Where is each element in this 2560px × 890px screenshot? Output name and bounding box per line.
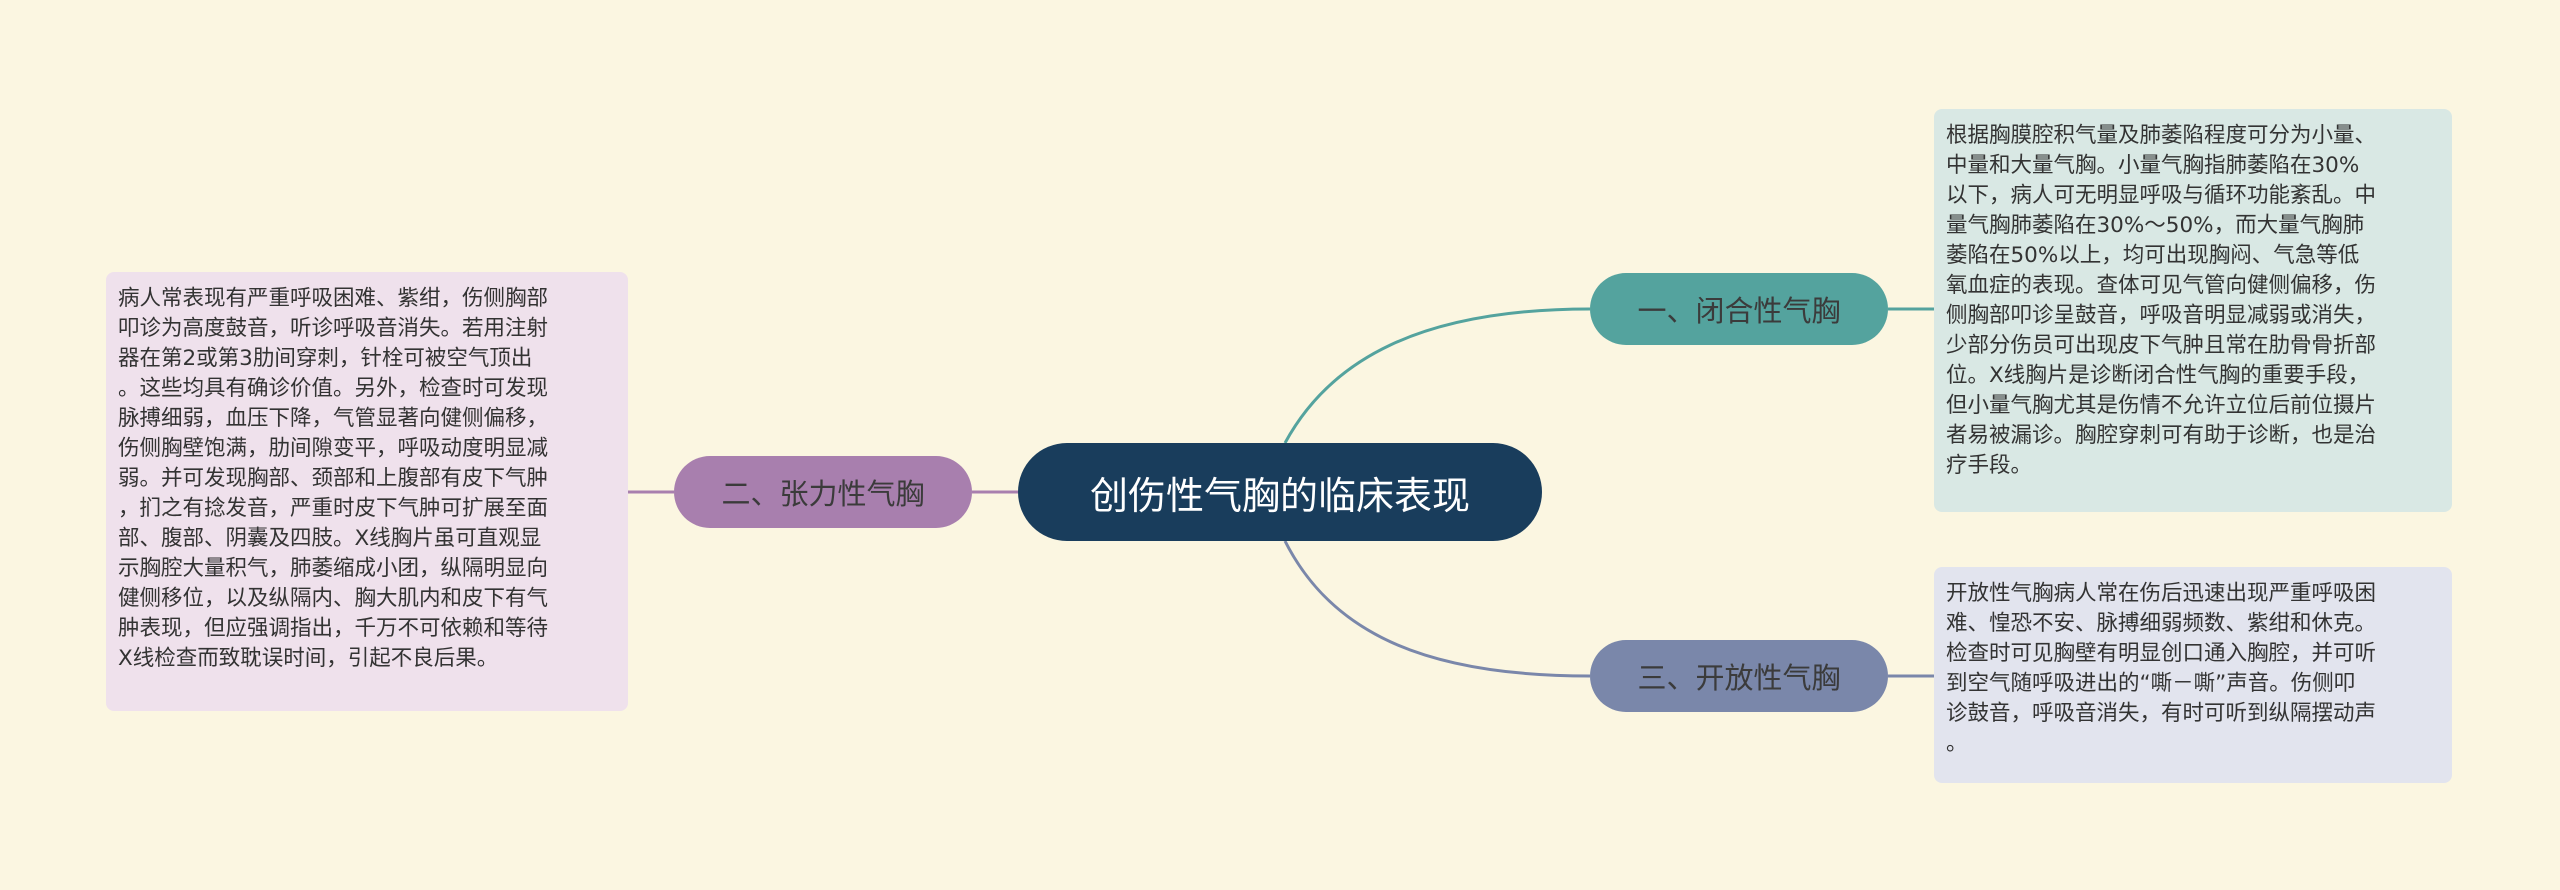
note-line: ，扪之有捻发音，严重时皮下气肿可扩展至面 <box>118 496 549 521</box>
note-line: 者易被漏诊。胸腔穿刺可有助于诊断，也是治 <box>1946 423 2377 448</box>
note-line: 叩诊为高度鼓音，听诊呼吸音消失。若用注射 <box>118 316 549 341</box>
note-line: 根据胸膜腔积气量及肺萎陷程度可分为小量、 <box>1946 123 2377 148</box>
note-line: 。这些均具有确诊价值。另外，检查时可发现 <box>118 376 549 401</box>
note-line: 难、惶恐不安、脉搏细弱频数、紫绀和休克。 <box>1946 611 2377 636</box>
note-line: 量气胸肺萎陷在30%～50%，而大量气胸肺 <box>1946 213 2365 238</box>
connector-central-to-branch-1 <box>1283 307 1591 444</box>
branch-label: 二、张力性气胸 <box>721 477 925 511</box>
note-line: 。 <box>1946 731 1968 756</box>
note-line: 氧血症的表现。查体可见气管向健侧偏移，伤 <box>1946 273 2377 298</box>
note-line: 以下，病人可无明显呼吸与循环功能紊乱。中 <box>1946 183 2377 208</box>
note-line: 肿表现，但应强调指出，千万不可依赖和等待 <box>118 616 549 641</box>
note-line: 部、腹部、阴囊及四肢。X线胸片虽可直观显 <box>118 526 542 551</box>
central-topic-label: 创伤性气胸的临床表现 <box>1089 473 1470 518</box>
note-line: 疗手段。 <box>1946 453 2033 478</box>
note-line: 但小量气胸尤其是伤情不允许立位后前位摄片 <box>1946 393 2377 418</box>
branch-tension-pneumothorax[interactable]: 二、张力性气胸 <box>674 456 972 528</box>
branch-closed-pneumothorax[interactable]: 一、闭合性气胸 <box>1590 273 1888 345</box>
note-line: 示胸腔大量积气，肺萎缩成小团，纵隔明显向 <box>118 556 549 581</box>
branch-open-pneumothorax[interactable]: 三、开放性气胸 <box>1590 640 1888 712</box>
branch-label: 一、闭合性气胸 <box>1637 294 1841 328</box>
note-line: 萎陷在50%以上，均可出现胸闷、气急等低 <box>1946 243 2360 268</box>
note-line: 少部分伤员可出现皮下气肿且常在肋骨骨折部 <box>1946 333 2377 358</box>
note-card-open-pneumothorax[interactable]: 开放性气胸病人常在伤后迅速出现严重呼吸困 难、惶恐不安、脉搏细弱频数、紫绀和休克… <box>1934 567 2452 783</box>
note-card-closed-pneumothorax[interactable]: 根据胸膜腔积气量及肺萎陷程度可分为小量、 中量和大量气胸。小量气胸指肺萎陷在30… <box>1934 109 2452 512</box>
note-line: X线检查而致耽误时间，引起不良后果。 <box>118 646 499 671</box>
note-line: 弱。并可发现胸部、颈部和上腹部有皮下气肿 <box>118 466 549 491</box>
note-line: 中量和大量气胸。小量气胸指肺萎陷在30% <box>1946 153 2360 178</box>
note-line: 器在第2或第3肋间穿刺，针栓可被空气顶出 <box>118 346 533 371</box>
note-line: 开放性气胸病人常在伤后迅速出现严重呼吸困 <box>1946 581 2377 606</box>
note-line: 诊鼓音，呼吸音消失，有时可听到纵隔摆动声 <box>1946 701 2377 726</box>
note-line: 到空气随呼吸进出的“嘶－嘶”声音。伤侧叩 <box>1946 671 2356 696</box>
branch-label: 三、开放性气胸 <box>1637 661 1841 695</box>
note-card-tension-pneumothorax[interactable]: 病人常表现有严重呼吸困难、紫绀，伤侧胸部 叩诊为高度鼓音，听诊呼吸音消失。若用注… <box>106 272 628 711</box>
note-line: 健侧移位，以及纵隔内、胸大肌内和皮下有气 <box>118 586 549 611</box>
note-line: 脉搏细弱，血压下降，气管显著向健侧偏移， <box>118 406 549 431</box>
central-topic[interactable]: 创伤性气胸的临床表现 <box>1018 443 1542 541</box>
note-line: 病人常表现有严重呼吸困难、紫绀，伤侧胸部 <box>118 286 549 311</box>
note-line: 伤侧胸壁饱满，肋间隙变平，呼吸动度明显减 <box>118 436 549 461</box>
note-line: 位。X线胸片是诊断闭合性气胸的重要手段， <box>1946 363 2370 388</box>
note-line: 侧胸部叩诊呈鼓音，呼吸音明显减弱或消失， <box>1946 303 2377 328</box>
connector-central-to-branch-3 <box>1283 540 1591 678</box>
note-line: 检查时可见胸壁有明显创口通入胸腔，并可听 <box>1946 641 2377 666</box>
